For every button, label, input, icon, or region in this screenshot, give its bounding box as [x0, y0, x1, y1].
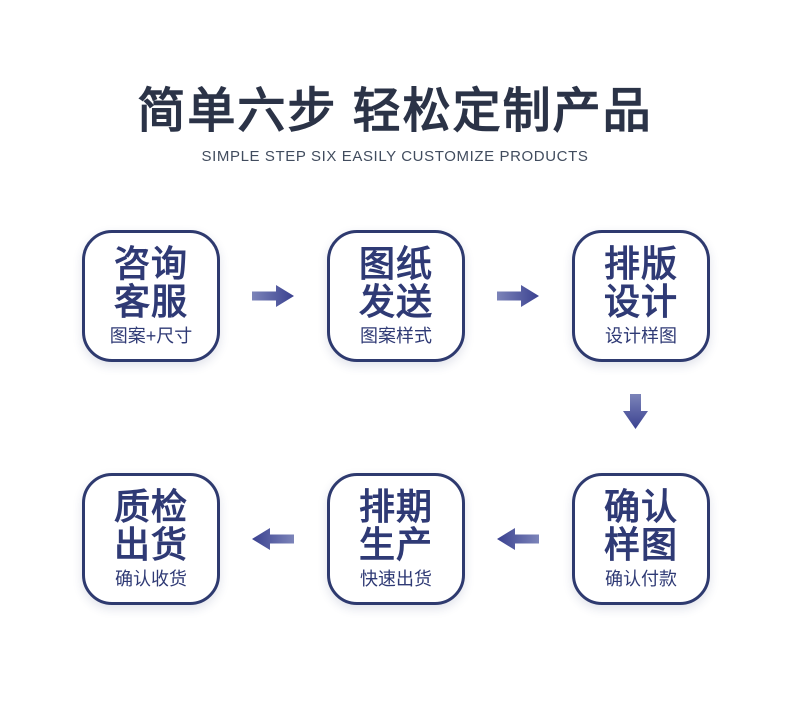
- arrow-down-icon: [623, 394, 648, 429]
- step-title-line: 生产: [358, 523, 433, 565]
- step-title-line: 样图: [603, 523, 678, 565]
- step-title: 排期 生产: [359, 488, 433, 563]
- step-card-schedule-production: 排期 生产 快速出货: [327, 473, 465, 605]
- step-title-line: 发送: [358, 280, 433, 322]
- step-title-line: 客服: [113, 280, 188, 322]
- step-card-send-drawing: 图纸 发送 图案样式: [327, 230, 465, 362]
- page-subtitle: SIMPLE STEP SIX EASILY CUSTOMIZE PRODUCT…: [201, 148, 589, 165]
- page-title: 简单六步 轻松定制产品: [137, 85, 653, 138]
- step-note: 图案+尺寸: [109, 326, 193, 347]
- arrow-left-icon: [252, 528, 294, 550]
- step-card-quality-shipping: 质检 出货 确认收货: [82, 473, 220, 605]
- step-title-line: 设计: [603, 280, 678, 322]
- step-title: 咨询 客服: [114, 245, 188, 320]
- step-card-layout-design: 排版 设计 设计样图: [572, 230, 710, 362]
- step-title-line: 咨询: [113, 243, 188, 285]
- step-card-consult-service: 咨询 客服 图案+尺寸: [82, 230, 220, 362]
- step-title-line: 确认: [603, 486, 678, 528]
- step-title: 质检 出货: [114, 488, 188, 563]
- step-note: 确认付款: [605, 569, 677, 590]
- step-title-line: 质检: [113, 486, 188, 528]
- arrow-left-icon: [497, 528, 539, 550]
- step-title: 排版 设计: [604, 245, 678, 320]
- step-note: 设计样图: [605, 326, 677, 347]
- step-card-confirm-sample: 确认 样图 确认付款: [572, 473, 710, 605]
- step-title-line: 排版: [603, 243, 678, 285]
- step-note: 确认收货: [115, 569, 187, 590]
- step-title-line: 图纸: [358, 243, 433, 285]
- step-title-line: 出货: [113, 523, 188, 565]
- arrow-right-icon: [252, 285, 294, 307]
- step-title-line: 排期: [358, 486, 433, 528]
- step-title: 图纸 发送: [359, 245, 433, 320]
- step-note: 快速出货: [360, 569, 432, 590]
- step-note: 图案样式: [360, 326, 432, 347]
- step-title: 确认 样图: [604, 488, 678, 563]
- arrow-right-icon: [497, 285, 539, 307]
